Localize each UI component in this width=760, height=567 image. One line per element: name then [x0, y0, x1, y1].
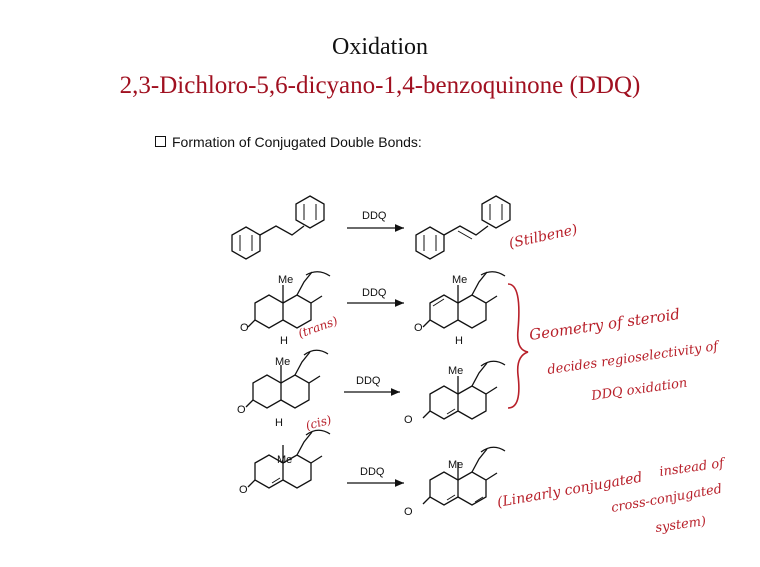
oxygen-label-6: O — [404, 506, 413, 518]
note-geometry-line-2: decides regioselectivity of — [546, 339, 721, 378]
bullet-text: Formation of Conjugated Double Bonds: — [172, 134, 422, 150]
methyl-label-2: Me — [452, 274, 467, 286]
oxygen-label-1: O — [240, 322, 249, 334]
oxygen-label-5: O — [239, 484, 248, 496]
reaction-arrow-4: DDQ — [347, 466, 404, 487]
hydrogen-label-3: H — [275, 417, 283, 429]
methyl-label-4: Me — [448, 365, 463, 377]
octalone-structure — [247, 429, 331, 489]
note-linear-line-2: instead of — [658, 456, 727, 480]
methyl-label-6: Me — [448, 459, 463, 471]
stilbene-structure — [415, 195, 511, 260]
note-linear-line-4: system) — [654, 514, 707, 536]
bullet-point: Formation of Conjugated Double Bonds: — [155, 134, 422, 150]
methyl-label-1: Me — [278, 274, 293, 286]
reaction-arrow-1: DDQ — [347, 210, 404, 232]
oxygen-label-3: O — [237, 404, 246, 416]
note-stilbene: (Stilbene) — [508, 222, 579, 252]
methyl-label-5: Me — [277, 454, 292, 466]
checkbox-bullet-icon — [155, 136, 166, 147]
hydrogen-label-1: H — [280, 335, 288, 347]
note-cis: (cis) — [304, 413, 333, 433]
brace-annotation — [507, 283, 529, 409]
note-geometry-line-3: DDQ oxidation — [589, 376, 688, 404]
trans-decalone-structure — [247, 271, 331, 329]
slide-title: Oxidation — [332, 34, 428, 60]
reagent-label-1: DDQ — [362, 210, 387, 222]
methyl-label-3: Me — [275, 356, 290, 368]
dienone-structure — [422, 446, 506, 506]
enone-2-structure — [422, 360, 506, 420]
reaction-arrow-3: DDQ — [344, 375, 400, 396]
oxygen-label-4: O — [404, 414, 413, 426]
bibenzyl-structure — [231, 195, 325, 260]
enone-1-structure — [422, 271, 506, 329]
note-trans: (trans) — [296, 314, 340, 341]
reagent-label-2: DDQ — [362, 287, 387, 299]
reagent-label-4: DDQ — [360, 466, 385, 478]
cis-decalone-structure — [245, 349, 329, 409]
note-geometry-line-1: Geometry of steroid — [528, 305, 681, 344]
reagent-label-3: DDQ — [356, 375, 381, 387]
oxygen-label-2: O — [414, 322, 423, 334]
hydrogen-label-2: H — [455, 335, 463, 347]
slide-subtitle: 2,3-Dichloro-5,6-dicyano-1,4-benzoquinon… — [119, 72, 641, 99]
reaction-arrow-2: DDQ — [347, 287, 404, 307]
